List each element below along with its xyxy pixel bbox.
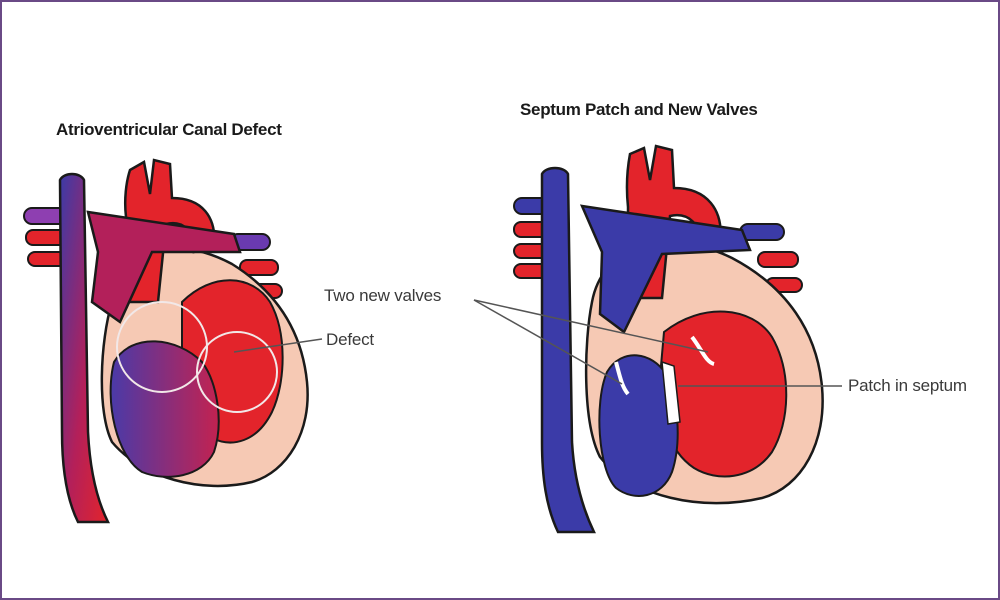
left-vena-cava xyxy=(58,172,111,524)
right-red-chamber xyxy=(658,310,788,478)
right-pulmonary-artery xyxy=(579,204,752,334)
valves-label: Two new valves xyxy=(324,286,442,305)
defect-label: Defect xyxy=(326,330,374,349)
right-pulmonary-veins-right xyxy=(739,223,803,293)
new-valve-right xyxy=(690,335,715,366)
septum-patch xyxy=(661,360,681,425)
valves-leader-line-1 xyxy=(473,299,623,385)
defect-leader-line xyxy=(233,338,323,353)
right-heart xyxy=(473,144,842,534)
left-right-pulmonary-veins xyxy=(229,233,283,299)
left-mixed-chamber xyxy=(109,340,220,478)
right-vena-cava xyxy=(540,166,596,534)
valves-leader-line-2 xyxy=(473,299,709,353)
patch-label: Patch in septum xyxy=(848,376,967,395)
left-heart xyxy=(23,158,323,524)
left-pulmonary-artery xyxy=(86,210,242,324)
left-diagram-title: Atrioventricular Canal Defect xyxy=(56,120,282,139)
defect-circle-lower xyxy=(196,331,278,413)
right-blue-chamber xyxy=(598,354,679,497)
new-valve-left xyxy=(614,361,630,396)
right-diagram-title: Septum Patch and New Valves xyxy=(520,100,758,119)
